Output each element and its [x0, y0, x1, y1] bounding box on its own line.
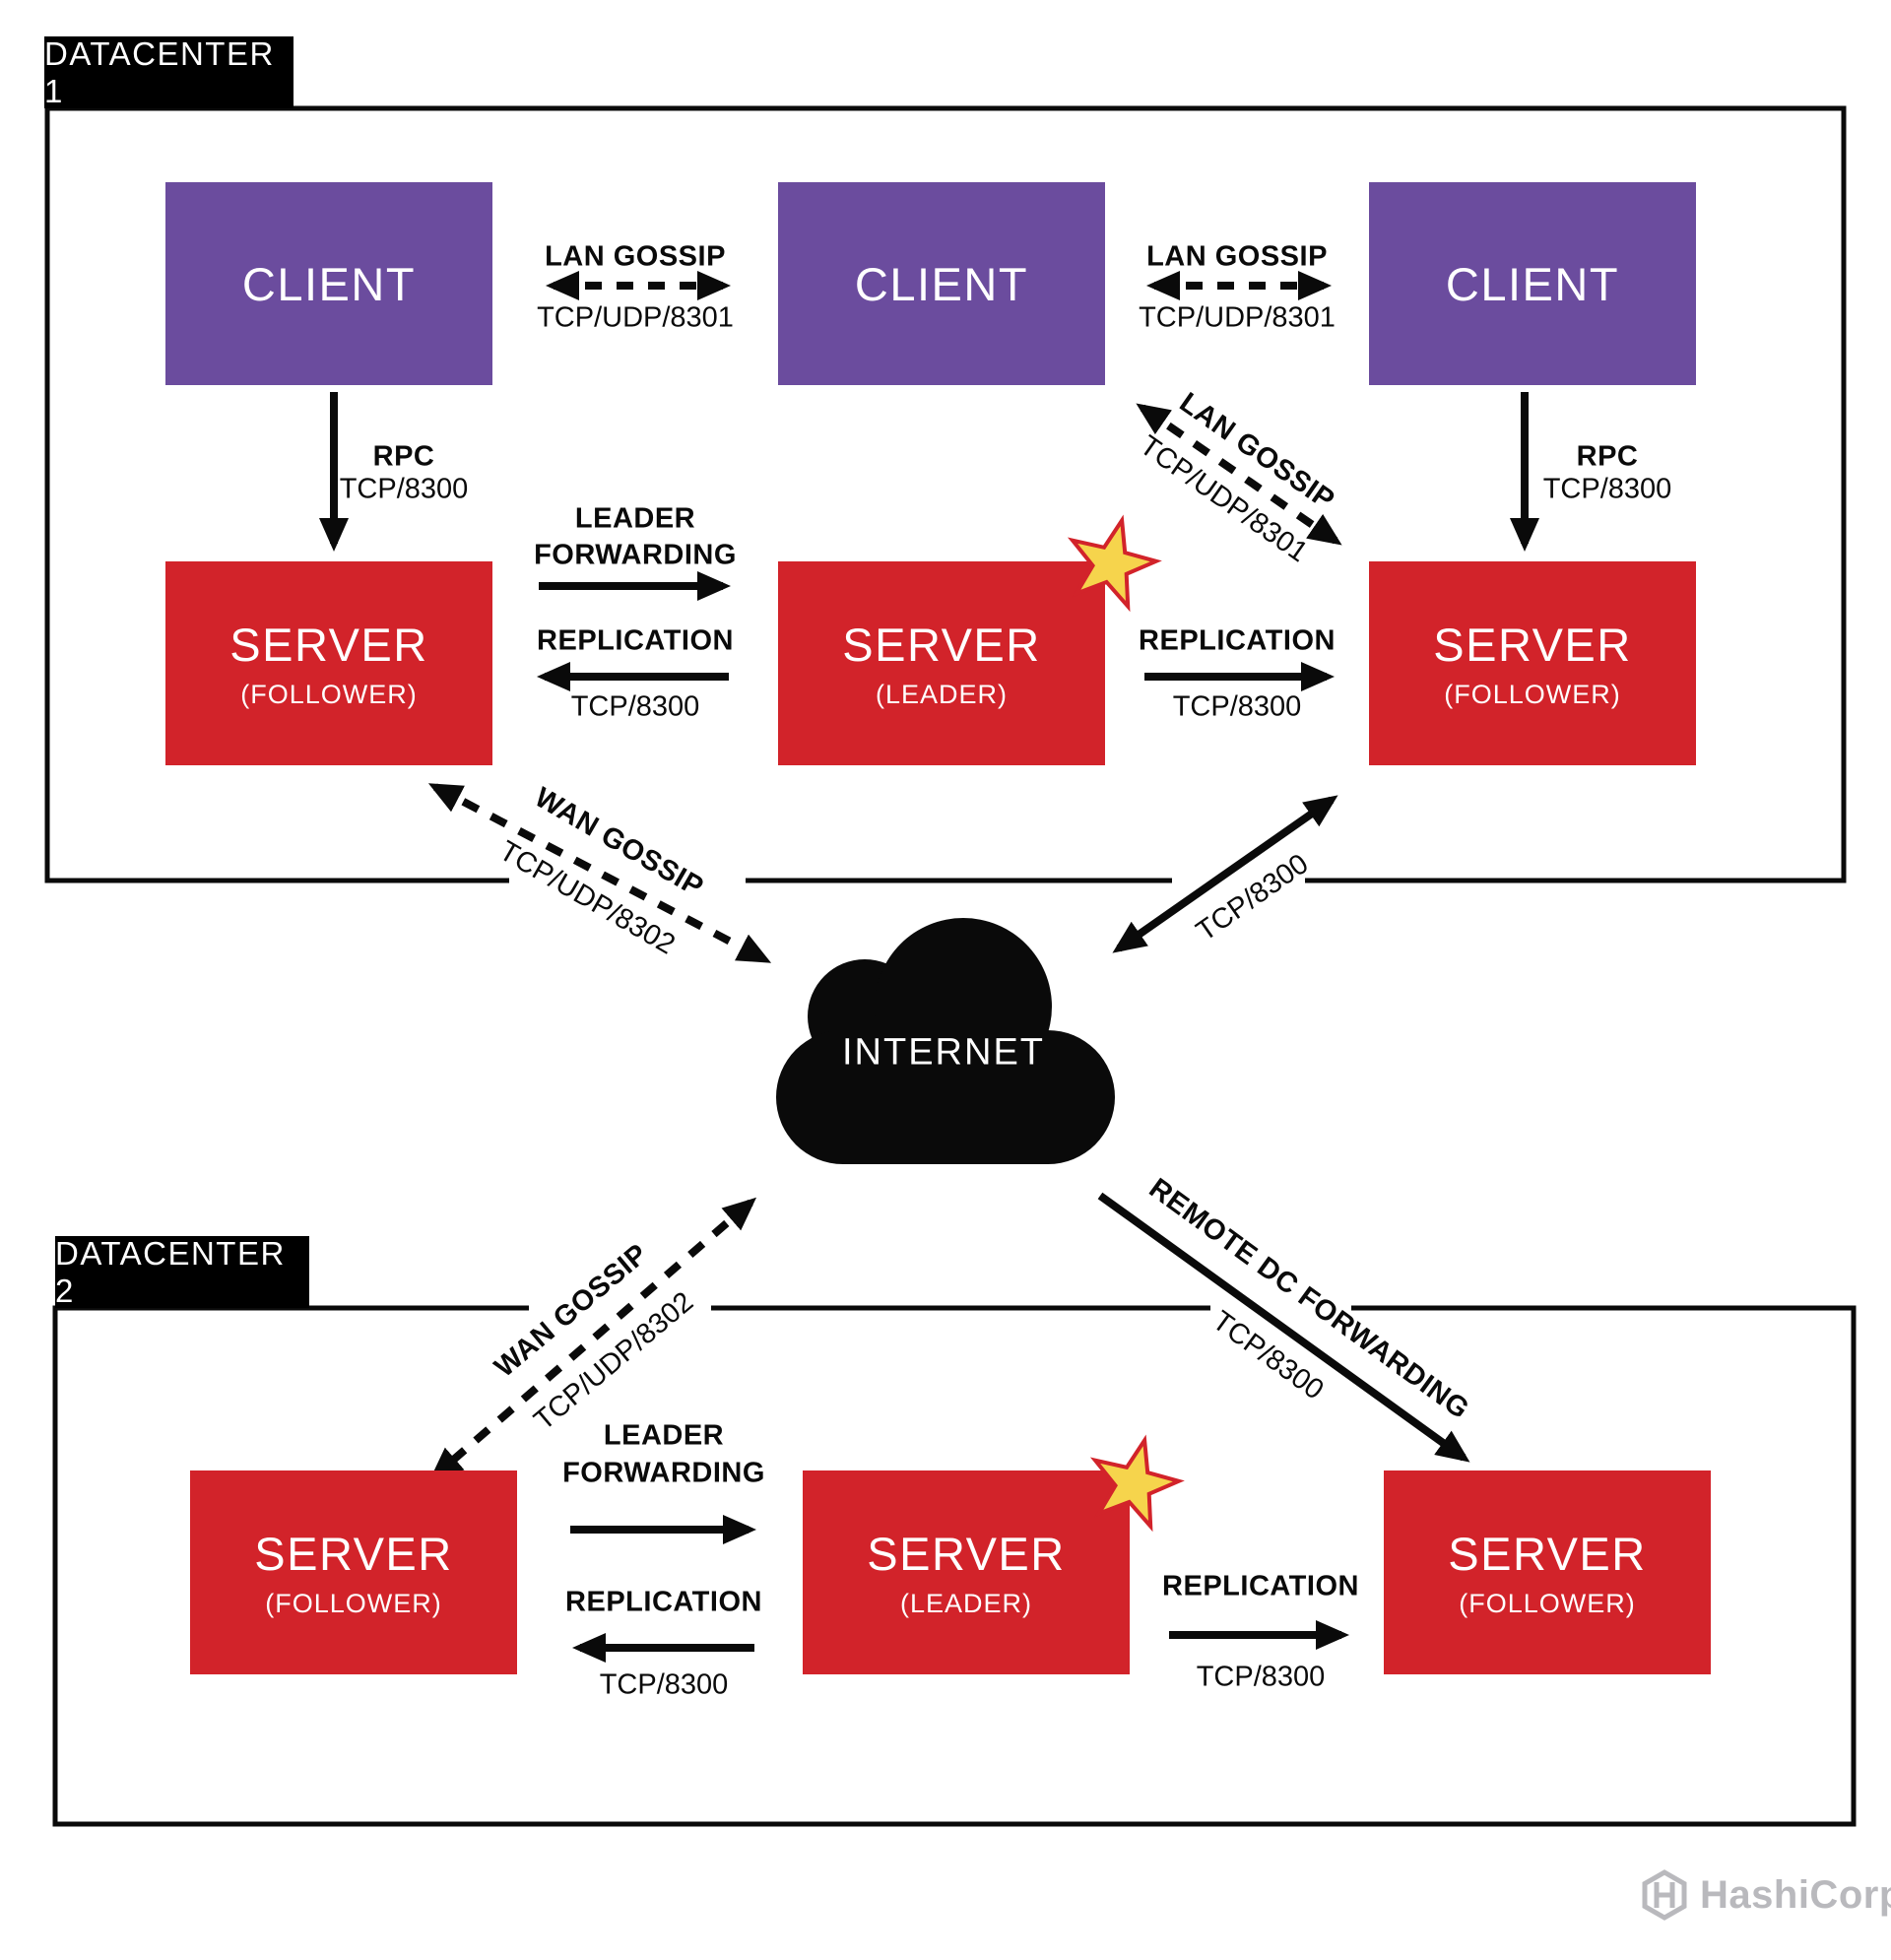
- rpc-left-name: RPC: [372, 440, 435, 473]
- datacenter2-frame: [52, 1305, 1857, 1827]
- wan-gossip-arrow-dc2: [428, 1197, 757, 1481]
- replication-dc1-right-port: TCP/8300: [1172, 690, 1302, 723]
- server-box-dc2-follower-left: SERVER (FOLLOWER): [190, 1470, 517, 1674]
- replication-dc2-right-port: TCP/8300: [1196, 1661, 1326, 1693]
- hashicorp-icon: [1642, 1869, 1687, 1921]
- datacenter1-tab: DATACENTER 1: [44, 34, 293, 109]
- rpc-right-name: RPC: [1576, 440, 1639, 473]
- server-role: (FOLLOWER): [240, 679, 418, 709]
- datacenter1-frame: [44, 105, 1847, 883]
- client-box-2: CLIENT: [778, 182, 1105, 385]
- replication-dc1-right-name: REPLICATION: [1139, 624, 1336, 657]
- datacenter2-tab: DATACENTER 2: [55, 1234, 309, 1309]
- leader-forwarding-dc1-line2: FORWARDING: [534, 539, 737, 571]
- leader-star-icon-dc1: [1057, 510, 1165, 619]
- server-label: SERVER: [1448, 1527, 1647, 1580]
- client-label: CLIENT: [241, 257, 417, 310]
- lan-gossip-arrow-diagonal: [1136, 403, 1342, 546]
- client-label: CLIENT: [1445, 257, 1620, 310]
- remote-dc-forwarding-arrow: [1097, 1192, 1470, 1463]
- server-label: SERVER: [1433, 618, 1632, 671]
- server-box-dc2-leader: SERVER (LEADER): [803, 1470, 1130, 1674]
- server-label: SERVER: [229, 618, 428, 671]
- tcp-8300-arrow: [1112, 795, 1338, 953]
- replication-dc1-left-name: REPLICATION: [537, 624, 734, 657]
- server-role: (FOLLOWER): [265, 1588, 442, 1618]
- datacenter2-label: DATACENTER 2: [55, 1234, 286, 1309]
- server-label: SERVER: [254, 1527, 453, 1580]
- server-role: (FOLLOWER): [1444, 679, 1621, 709]
- leader-forwarding-dc2-line2: FORWARDING: [562, 1457, 765, 1489]
- server-role: (LEADER): [875, 679, 1009, 709]
- rpc-left-port: TCP/8300: [339, 473, 469, 505]
- hashicorp-wordmark: HashiCorp: [1700, 1872, 1891, 1917]
- internet-label: INTERNET: [842, 1031, 1045, 1074]
- rpc-right-port: TCP/8300: [1542, 473, 1672, 505]
- lan-gossip-left-port: TCP/UDP/8301: [537, 301, 734, 334]
- client-label: CLIENT: [854, 257, 1029, 310]
- replication-dc2-left-name: REPLICATION: [565, 1586, 762, 1618]
- leader-forwarding-dc2-line1: LEADER: [603, 1419, 725, 1452]
- server-box-dc1-follower-left: SERVER (FOLLOWER): [165, 561, 492, 765]
- lan-gossip-left-name: LAN GOSSIP: [545, 240, 726, 273]
- leader-star-icon-dc2: [1079, 1430, 1188, 1538]
- hashicorp-logo: HashiCorp: [1639, 1869, 1891, 1921]
- server-box-dc2-follower-right: SERVER (FOLLOWER): [1384, 1470, 1711, 1674]
- replication-dc2-right-name: REPLICATION: [1162, 1570, 1359, 1602]
- leader-forwarding-dc1-line1: LEADER: [574, 502, 696, 535]
- server-label: SERVER: [867, 1527, 1066, 1580]
- client-box-1: CLIENT: [165, 182, 492, 385]
- internet-cloud: [776, 918, 1115, 1164]
- replication-dc2-left-port: TCP/8300: [599, 1668, 729, 1701]
- server-role: (FOLLOWER): [1459, 1588, 1636, 1618]
- server-role: (LEADER): [899, 1588, 1033, 1618]
- server-box-dc1-leader: SERVER (LEADER): [778, 561, 1105, 765]
- replication-dc1-left-port: TCP/8300: [570, 690, 700, 723]
- server-label: SERVER: [842, 618, 1041, 671]
- lan-gossip-right-port: TCP/UDP/8301: [1139, 301, 1336, 334]
- client-box-3: CLIENT: [1369, 182, 1696, 385]
- server-box-dc1-follower-right: SERVER (FOLLOWER): [1369, 561, 1696, 765]
- datacenter1-label: DATACENTER 1: [44, 34, 275, 109]
- lan-gossip-right-name: LAN GOSSIP: [1146, 240, 1328, 273]
